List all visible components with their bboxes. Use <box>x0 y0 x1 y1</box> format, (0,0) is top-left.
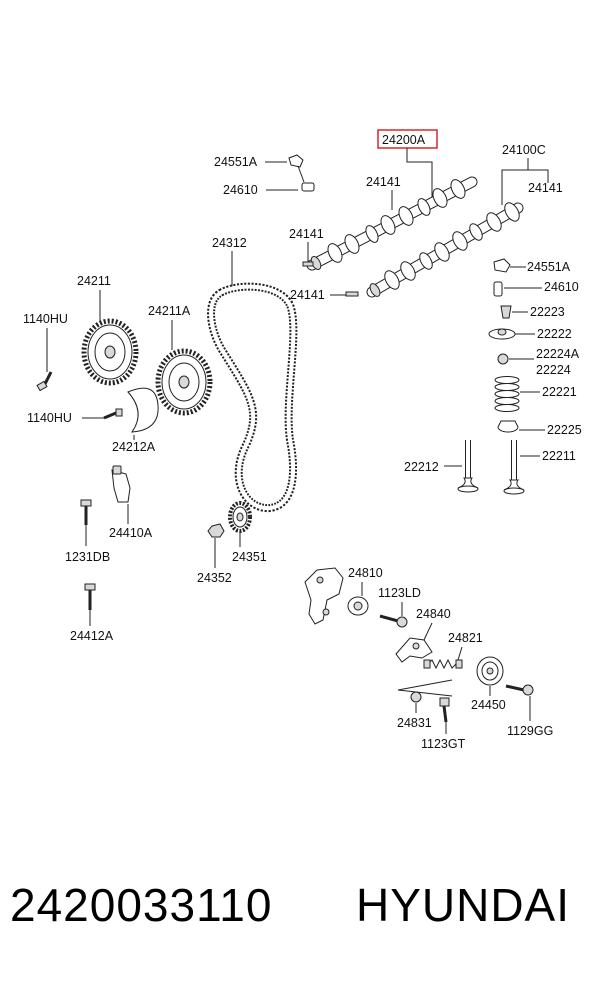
label-1123GT[interactable]: 1123GT <box>421 737 466 751</box>
valve-22212 <box>457 440 479 493</box>
label-24312[interactable]: 24312 <box>212 236 247 250</box>
camshaft-exhaust <box>366 202 524 298</box>
label-24141-c[interactable]: 24141 <box>289 227 324 241</box>
bolt-24412A <box>84 583 96 610</box>
label-24141-a[interactable]: 24141 <box>366 175 401 189</box>
pin-24610-top <box>301 182 315 192</box>
part-22224 <box>497 353 509 365</box>
bolt-1129GG <box>505 684 534 696</box>
crank-sprocket-24351 <box>228 501 252 533</box>
label-22221[interactable]: 22221 <box>542 385 577 399</box>
bolt-1123GT <box>439 697 450 723</box>
bolt-1140HU-a <box>36 371 53 392</box>
label-22223[interactable]: 22223 <box>530 305 565 319</box>
label-22225[interactable]: 22225 <box>547 423 582 437</box>
label-24141-b[interactable]: 24141 <box>528 181 563 195</box>
label-24351[interactable]: 24351 <box>232 550 267 564</box>
leader-wedge <box>397 679 453 697</box>
label-24831[interactable]: 24831 <box>397 716 432 730</box>
valve-spring <box>494 376 520 412</box>
label-24840[interactable]: 24840 <box>416 607 451 621</box>
label-24610-right[interactable]: 24610 <box>544 280 579 294</box>
label-24141-d[interactable]: 24141 <box>290 288 325 302</box>
bolt-24551A-top <box>288 154 304 168</box>
camshaft-sprocket-24211A <box>155 348 213 416</box>
label-24551A-top[interactable]: 24551A <box>214 155 258 169</box>
plate-24212A <box>127 387 159 433</box>
label-22224[interactable]: 22224 <box>536 363 571 377</box>
label-24352[interactable]: 24352 <box>197 571 232 585</box>
label-22222[interactable]: 22222 <box>537 327 572 341</box>
bolt-24551A-right <box>493 258 511 273</box>
label-24821[interactable]: 24821 <box>448 631 483 645</box>
label-24410A[interactable]: 24410A <box>109 526 153 540</box>
label-1140HU-a[interactable]: 1140HU <box>23 312 68 326</box>
tensioner-bracket-24810 <box>304 567 344 625</box>
tensioner-arm-24840 <box>395 637 433 663</box>
label-24412A[interactable]: 24412A <box>70 629 114 643</box>
brand-name: HYUNDAI <box>356 879 571 931</box>
nut-24352 <box>207 523 225 538</box>
label-1123LD[interactable]: 1123LD <box>378 586 421 600</box>
tensioner-24410A <box>111 465 131 503</box>
nut-24831 <box>410 691 422 703</box>
label-24100C[interactable]: 24100C <box>502 143 546 157</box>
part-number: 2420033110 <box>10 879 273 931</box>
leader-24100C <box>501 158 529 205</box>
camshaft-sprocket-24211 <box>81 318 139 386</box>
pin-24610-right <box>493 281 503 297</box>
label-1129GG[interactable]: 1129GG <box>507 724 553 738</box>
label-22211[interactable]: 22211 <box>542 449 576 463</box>
bolt-1140HU-b <box>103 408 123 420</box>
idler-pulley-24450 <box>476 656 504 686</box>
label-24212A[interactable]: 24212A <box>112 440 156 454</box>
leader-24100C-b <box>528 169 549 183</box>
bolt-1231DB <box>80 499 92 525</box>
valve-22211 <box>503 440 525 495</box>
label-22224A[interactable]: 22224A <box>536 347 580 361</box>
label-24551A-right[interactable]: 24551A <box>527 260 571 274</box>
footer: 2420033110 HYUNDAI <box>0 878 600 948</box>
label-24200A[interactable]: 24200A <box>382 133 426 147</box>
leader-24200A <box>406 148 433 198</box>
label-22212[interactable]: 22212 <box>404 460 439 474</box>
label-24610-top[interactable]: 24610 <box>223 183 258 197</box>
label-24211A[interactable]: 24211A <box>148 304 191 318</box>
spring-24821 <box>423 658 463 670</box>
bolt-1123LD <box>379 614 408 628</box>
pulley-24810 <box>347 596 369 616</box>
label-1231DB[interactable]: 1231DB <box>65 550 110 564</box>
camshaft-intake <box>306 176 478 271</box>
label-24211[interactable]: 24211 <box>77 274 111 288</box>
label-24450[interactable]: 24450 <box>471 698 506 712</box>
timing-belt-24312 <box>207 282 298 513</box>
part-22223 <box>500 305 512 319</box>
label-24810[interactable]: 24810 <box>348 566 383 580</box>
label-1140HU-b[interactable]: 1140HU <box>27 411 72 425</box>
part-22225 <box>497 420 519 433</box>
